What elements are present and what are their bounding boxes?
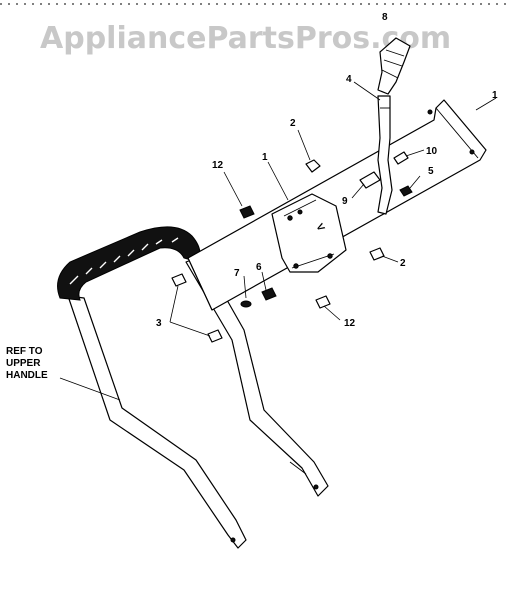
bar-hole [469,149,475,155]
note-line-3: HANDLE [6,370,48,381]
callout-4: 4 [346,74,352,85]
callout-1-top: 1 [492,90,498,101]
callout-1-bracket: 1 [262,152,268,163]
callout-7: 7 [234,268,240,279]
bolt [305,159,321,173]
bolt [315,295,331,309]
center-bracket: V [271,193,347,273]
bolt [369,247,385,261]
handle-hole [230,537,236,543]
bar-hole [427,109,433,115]
control-rod [377,95,393,215]
leader-lines [59,81,497,401]
nut [399,185,413,197]
bolt [359,171,381,189]
support-bar [187,99,487,311]
callout-5: 5 [428,166,434,177]
nut [239,205,255,219]
washer [240,300,252,308]
callout-9: 9 [342,196,348,207]
handle-grip [57,226,201,301]
bolt [393,151,409,165]
reference-note: REF TO UPPER HANDLE [6,346,48,381]
callout-8: 8 [382,12,388,23]
callout-10: 10 [426,146,438,157]
handle-hole [313,484,319,490]
control-knob [377,37,411,95]
callout-labels: 1 1 2 2 3 4 5 6 7 8 9 10 12 12 [156,12,498,329]
note-line-2: UPPER [6,358,41,369]
callout-2-top: 2 [290,118,296,129]
callout-2-right: 2 [400,258,406,269]
callout-3: 3 [156,318,162,329]
callout-12-top: 12 [212,160,224,171]
bracket-stamp: V [313,222,326,234]
lower-handle [67,255,329,549]
fastener-set [171,151,413,343]
callout-6: 6 [256,262,262,273]
spacer [261,287,277,301]
callout-12-bottom: 12 [344,318,356,329]
bolt [171,273,187,287]
bolt [207,329,223,343]
note-line-1: REF TO [6,346,43,357]
